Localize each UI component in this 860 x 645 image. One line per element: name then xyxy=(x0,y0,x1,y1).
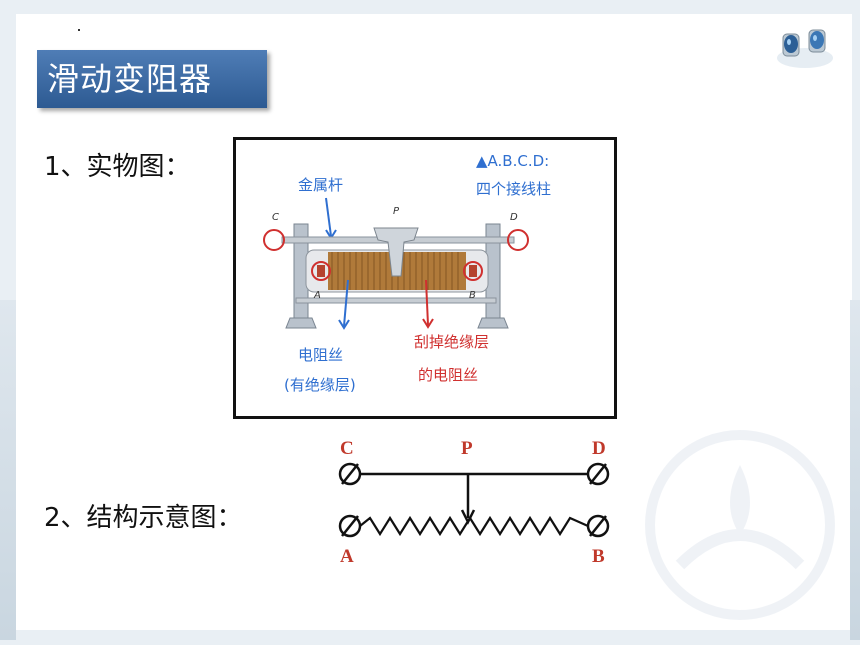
schematic-label-a: A xyxy=(340,546,354,567)
rheostat-photo: ▲A.B.C.D: 四个接线柱 金属杆 xyxy=(233,137,617,419)
photo-letter-c: C xyxy=(272,212,279,223)
label-scraped-wire-2: 的电阻丝 xyxy=(418,366,478,384)
note-terminals-2: 四个接线柱 xyxy=(476,180,551,198)
schematic-label-d: D xyxy=(592,438,606,459)
photo-letter-d: D xyxy=(510,212,518,223)
photo-letter-p: P xyxy=(393,206,400,217)
label-metal-rod: 金属杆 xyxy=(298,176,343,194)
label-scraped-wire: 刮掉绝缘层 xyxy=(414,333,489,351)
stray-dot xyxy=(78,29,80,31)
schematic-label-p: P xyxy=(461,438,473,459)
label-resistance-wire: 电阻丝 xyxy=(298,346,343,364)
watermark-hands-icon xyxy=(645,430,835,620)
photo-letter-b: B xyxy=(469,290,476,301)
rheostat-schematic: C P D A B xyxy=(338,438,610,567)
schematic-label-c: C xyxy=(340,438,354,459)
schematic-label-b: B xyxy=(592,546,605,567)
item-physical-diagram-label: 1、实物图： xyxy=(44,152,191,182)
note-terminals: ▲A.B.C.D: xyxy=(476,152,549,170)
label-resistance-wire-2: (有绝缘层) xyxy=(284,376,356,394)
binoculars-icon[interactable] xyxy=(775,22,835,72)
background-decoration-right xyxy=(850,300,860,640)
photo-letter-a: A xyxy=(313,290,321,301)
item-structure-diagram-label: 2、结构示意图： xyxy=(44,503,243,533)
background-decoration xyxy=(0,300,16,640)
slide-title: 滑动变阻器 xyxy=(37,50,267,108)
